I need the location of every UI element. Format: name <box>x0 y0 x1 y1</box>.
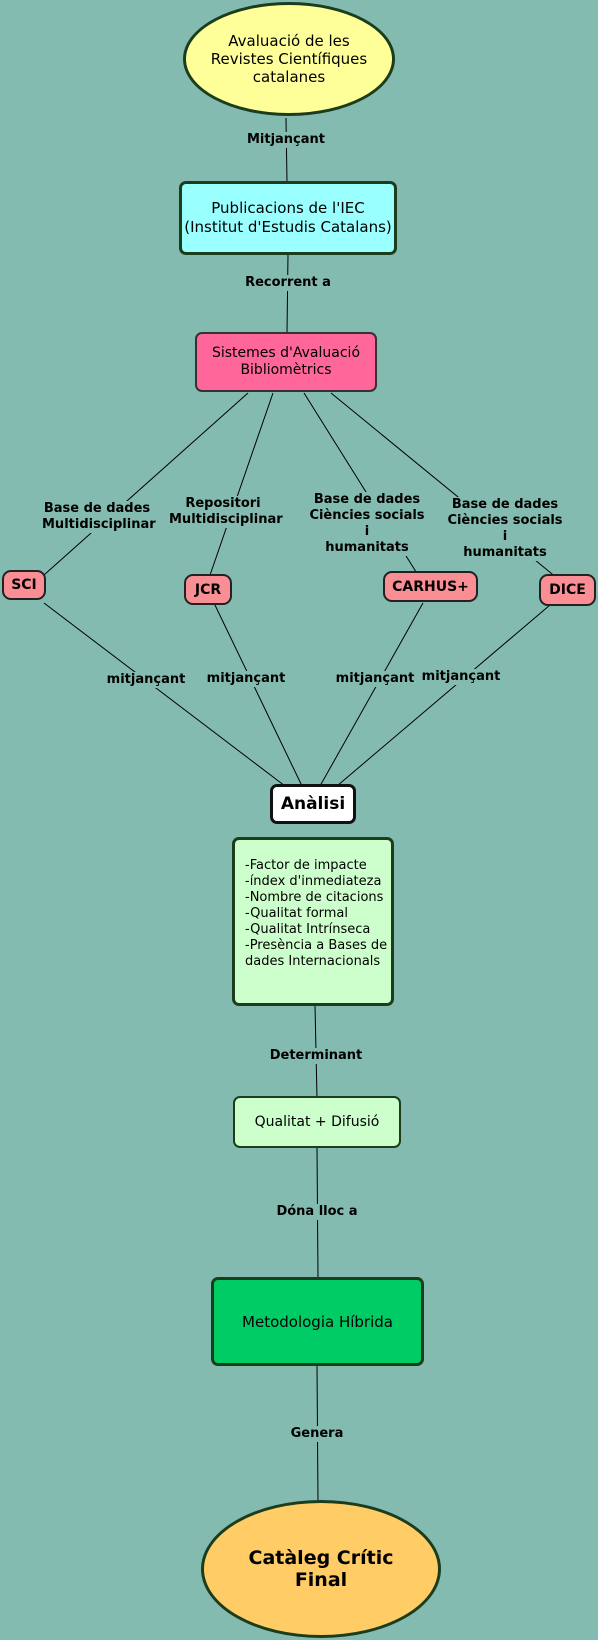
node-jcr: JCR <box>184 574 232 605</box>
node-evaluation-topic: Avaluació de les Revistes Científiques c… <box>183 2 395 116</box>
node-evaluation-topic-text: Avaluació de les Revistes Científiques c… <box>210 32 368 86</box>
node-analysis: Anàlisi <box>270 784 356 824</box>
node-jcr-text: JCR <box>194 581 222 598</box>
link-label-base-socials-carhus: Base de dades Ciències socials i humanit… <box>304 492 430 556</box>
link-label-mitjancant-dice: mitjançant <box>419 669 503 685</box>
link-label-determinant: Determinant <box>266 1048 366 1064</box>
node-iec-publications-text: Publicacions de l'IEC (Institut d'Estudi… <box>184 199 392 236</box>
node-bibliometric-systems: Sistemes d'Avaluació Bibliomètrics <box>195 332 377 392</box>
link-label-recorrent: Recorrent a <box>234 275 342 291</box>
link-label-base-multidisciplinar: Base de dades Multidisciplinar <box>40 501 156 533</box>
node-dice: DICE <box>539 574 596 606</box>
node-quality-diffusion: Qualitat + Difusió <box>233 1096 401 1148</box>
node-hybrid-methodology-text: Metodologia Híbrida <box>242 1312 393 1331</box>
node-dice-text: DICE <box>549 582 586 598</box>
node-carhus-text: CARHUS+ <box>392 578 469 595</box>
node-indicators-list-text: -Factor de impacte -índex d'inmediateza … <box>245 858 388 969</box>
node-carhus: CARHUS+ <box>383 571 478 602</box>
node-final-catalogue: Catàleg Crític Final <box>201 1500 441 1638</box>
node-indicators-list: -Factor de impacte -índex d'inmediateza … <box>232 837 394 1006</box>
link-label-mitjancant-jcr: mitjançant <box>204 671 288 687</box>
node-sci-text: SCI <box>11 577 37 593</box>
node-hybrid-methodology: Metodologia Híbrida <box>211 1277 424 1366</box>
link-label-mitjancant-sci: mitjançant <box>104 672 188 688</box>
link-label-repositori: Repositori Multidisciplinar <box>167 496 283 528</box>
node-final-catalogue-text: Catàleg Crític Final <box>248 1547 394 1591</box>
link-label-mitjancant-carhus: mitjançant <box>333 671 417 687</box>
link-label-base-socials-dice: Base de dades Ciències socials i humanit… <box>442 497 568 561</box>
node-analysis-text: Anàlisi <box>280 794 346 814</box>
link-label-genera: Genera <box>286 1426 348 1442</box>
node-bibliometric-systems-text: Sistemes d'Avaluació Bibliomètrics <box>211 345 361 378</box>
node-sci: SCI <box>2 570 46 600</box>
node-iec-publications: Publicacions de l'IEC (Institut d'Estudi… <box>179 181 397 255</box>
node-quality-diffusion-text: Qualitat + Difusió <box>254 1114 380 1130</box>
link-label-dona-lloc: Dóna lloc a <box>270 1204 364 1220</box>
link-label-mitjancant-top: Mitjançant <box>234 132 338 148</box>
